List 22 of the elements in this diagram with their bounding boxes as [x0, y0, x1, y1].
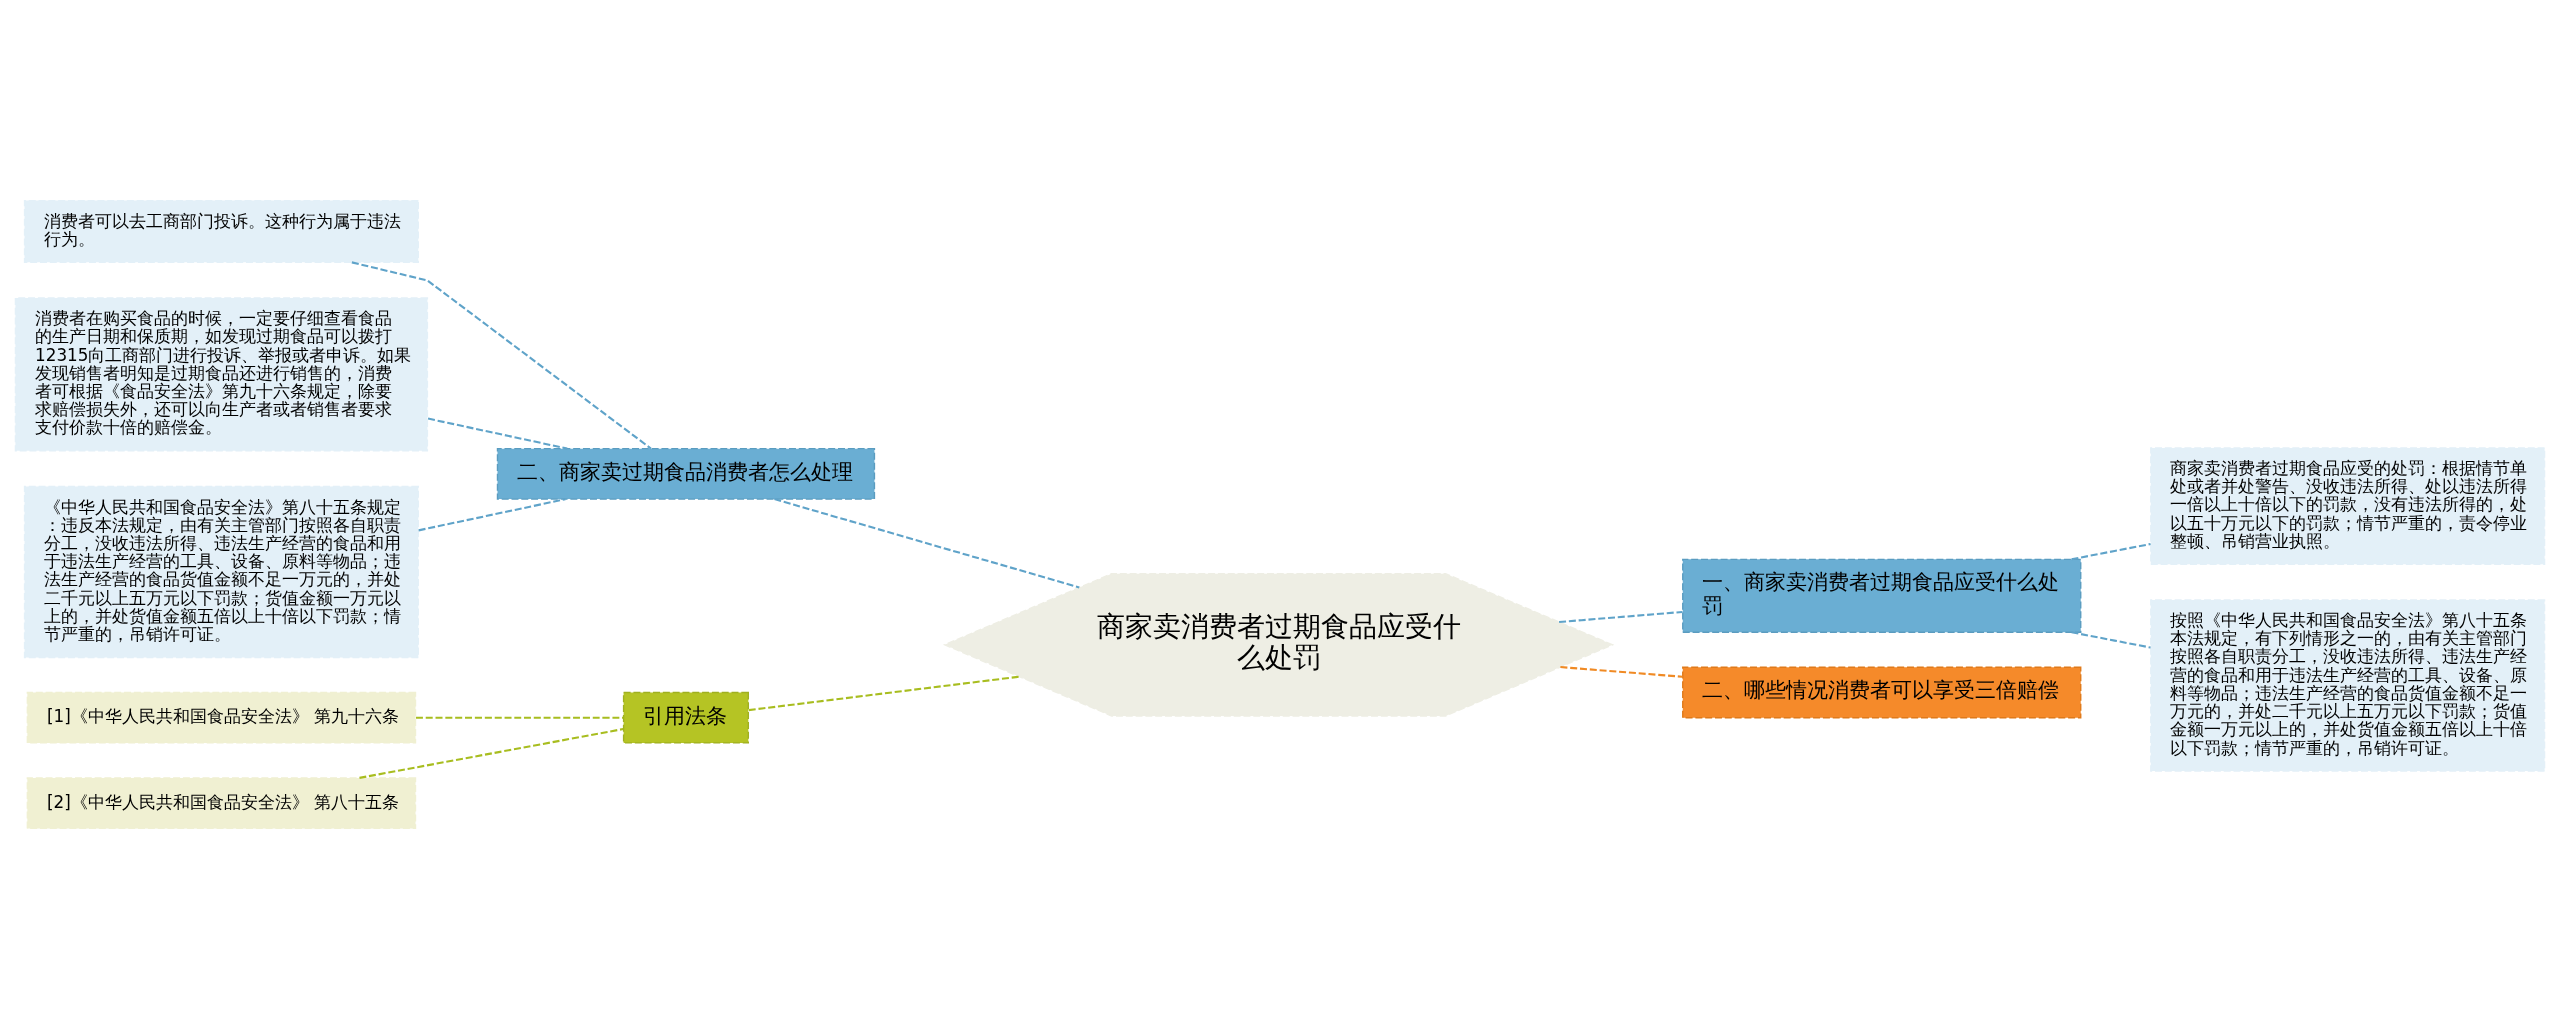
- connector: [1559, 610, 1683, 624]
- node-box: 消费者可以去工商部门投诉。这种行为属于违法行为。: [23, 199, 419, 263]
- node-box: 二、商家卖过期食品消费者怎么处理: [496, 447, 876, 500]
- connector: [359, 728, 624, 779]
- connector: [2071, 542, 2151, 561]
- node-box: 商家卖消费者过期食品应受的处罚：根据情节单处或者并处警告、没收违法所得、处以违法所得一倍以上十倍以下的罚款，没有违法所得的，处以五十万元以下的罚款；情节严重的，责令停业整顿、吊销营业执照。: [2150, 447, 2546, 565]
- connector: [774, 498, 1080, 589]
- node-box: 消费者在购买食品的时候，一定要仔细查看食品的生产日期和保质期，如发现过期食品可以拨打12315向工商部门进行投诉、举报或者申诉。如果发现销售者明知是过期食品还进行销售的，消费者可根据《食品安全法》第九十六条规定，除要求赔偿损失外，还可以向生产者或者销售者要求支付价款十倍的赔偿金。: [14, 297, 429, 452]
- connector: [748, 675, 1020, 712]
- connector: [1560, 666, 1683, 678]
- node-box: 一、商家卖消费者过期食品应受什么处罚: [1682, 558, 2082, 633]
- connector: [415, 716, 624, 719]
- connector: [427, 417, 568, 450]
- node-box: 按照《中华人民共和国食品安全法》第八十五条本法规定，有下列情形之一的，由有关主管部门按照各自职责分工，没收违法所得、违法生产经营的食品和用于违法生产经营的工具、设备、原料等物品；违法生产经营的食品货值金额不足一万元的，并处二千元以上五万元以下罚款；货值金额一万元以上的，并处货值金额五倍以上十倍以下罚款；情节严重的，吊销许可证。: [2150, 599, 2546, 772]
- node-box: [2]《中华人民共和国食品安全法》 第八十五条: [26, 777, 417, 830]
- node-box: 《中华人民共和国食品安全法》第八十五条规定：违反本法规定，由有关主管部门按照各自职责分工，没收违法所得、违法生产经营的食品和用于违法生产经营的工具、设备、原料等物品；违法生产经营的食品货值金额不足一万元的，并处二千元以上五万元以下罚款；货值金额一万元以上的，并处货值金额五倍以上十倍以下罚款；情节严重的，吊销许可证。: [23, 485, 419, 659]
- node-box: [1]《中华人民共和国食品安全法》 第九十六条: [26, 691, 417, 744]
- connector: [418, 498, 566, 532]
- connector: [2071, 631, 2151, 649]
- connector: [351, 261, 652, 450]
- node-box: 二、哪些情况消费者可以享受三倍赔偿: [1682, 666, 2082, 719]
- node-box: 引用法条: [622, 691, 750, 744]
